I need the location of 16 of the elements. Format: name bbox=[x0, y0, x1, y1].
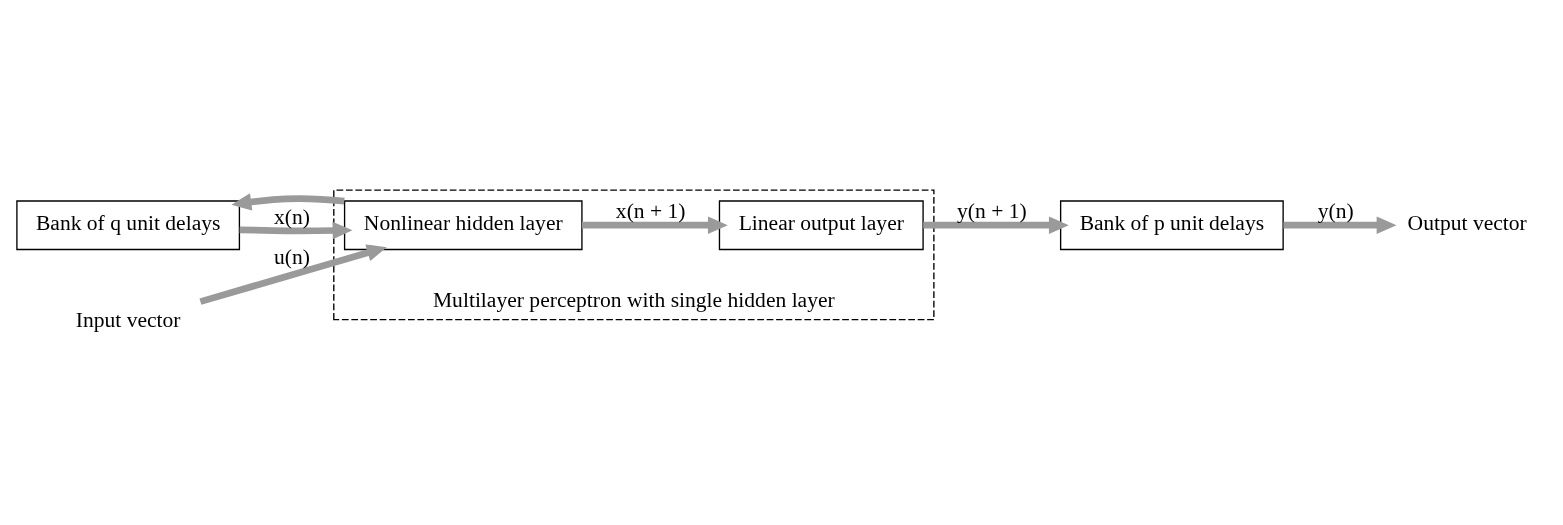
arrow bbox=[1283, 216, 1397, 234]
edge-label: y(n + 1) bbox=[957, 198, 1027, 223]
node-text: Output vector bbox=[1407, 210, 1527, 235]
arrow bbox=[239, 221, 353, 239]
node-box: Linear output layer bbox=[718, 199, 924, 250]
node-text: Input vector bbox=[75, 307, 181, 332]
node-box: Bank of q unit delays bbox=[16, 199, 241, 250]
edge-label: y(n) bbox=[1317, 198, 1354, 223]
node-box: Nonlinear hidden layer bbox=[343, 199, 583, 250]
edge-label: x(n) bbox=[274, 204, 310, 229]
edge-label: x(n + 1) bbox=[615, 198, 686, 223]
arrow bbox=[199, 243, 387, 305]
arrow bbox=[231, 192, 345, 211]
arrow bbox=[581, 216, 728, 234]
edge-label: u(n) bbox=[274, 244, 310, 269]
node-box: Bank of p unit delays bbox=[1059, 199, 1284, 250]
